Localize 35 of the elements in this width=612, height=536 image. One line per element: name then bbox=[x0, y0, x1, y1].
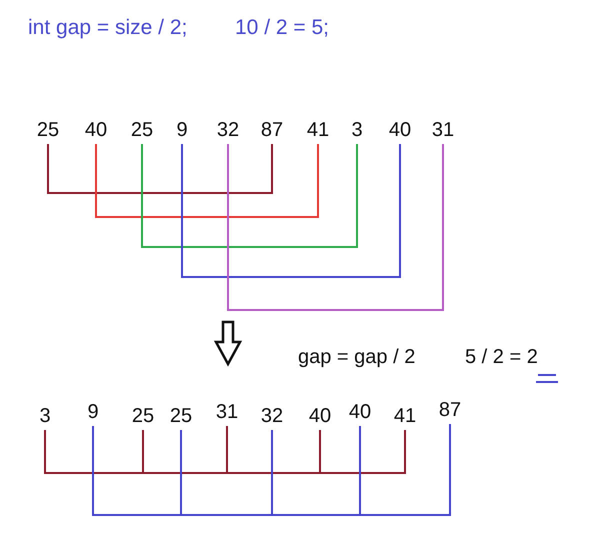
connector-line bbox=[92, 426, 182, 516]
array-value: 25 bbox=[125, 118, 159, 142]
array-value: 40 bbox=[383, 118, 417, 142]
array-value: 40 bbox=[79, 118, 113, 142]
array-value: 32 bbox=[211, 118, 245, 142]
array-value: 41 bbox=[301, 118, 335, 142]
connector-line bbox=[319, 430, 406, 474]
formula-text: 5 / 2 = 2 bbox=[465, 345, 538, 369]
connector-line bbox=[359, 424, 451, 516]
connector-line bbox=[141, 144, 358, 248]
array-value: 87 bbox=[433, 398, 467, 422]
array-value: 3 bbox=[28, 404, 62, 428]
array-value: 40 bbox=[303, 404, 337, 428]
formula-text: gap = gap / 2 bbox=[298, 345, 416, 369]
connector-line bbox=[180, 430, 273, 516]
connector-line bbox=[226, 426, 321, 474]
code-text: 10 / 2 = 5; bbox=[235, 16, 329, 40]
array-value: 31 bbox=[210, 400, 244, 424]
array-value: 25 bbox=[164, 404, 198, 428]
array-value: 25 bbox=[31, 118, 65, 142]
connector-line bbox=[44, 430, 144, 474]
connector-line bbox=[47, 144, 273, 194]
array-value: 31 bbox=[426, 118, 460, 142]
array-value: 9 bbox=[76, 400, 110, 424]
array-value: 87 bbox=[255, 118, 289, 142]
array-value: 3 bbox=[340, 118, 374, 142]
array-value: 9 bbox=[165, 118, 199, 142]
connector-line bbox=[95, 144, 319, 218]
array-value: 32 bbox=[255, 404, 289, 428]
array-value: 41 bbox=[388, 404, 422, 428]
code-text: int gap = size / 2; bbox=[28, 16, 188, 40]
connector-line bbox=[181, 144, 401, 278]
array-value: 25 bbox=[126, 404, 160, 428]
connector-line bbox=[227, 144, 444, 311]
array-value: 40 bbox=[343, 400, 377, 424]
